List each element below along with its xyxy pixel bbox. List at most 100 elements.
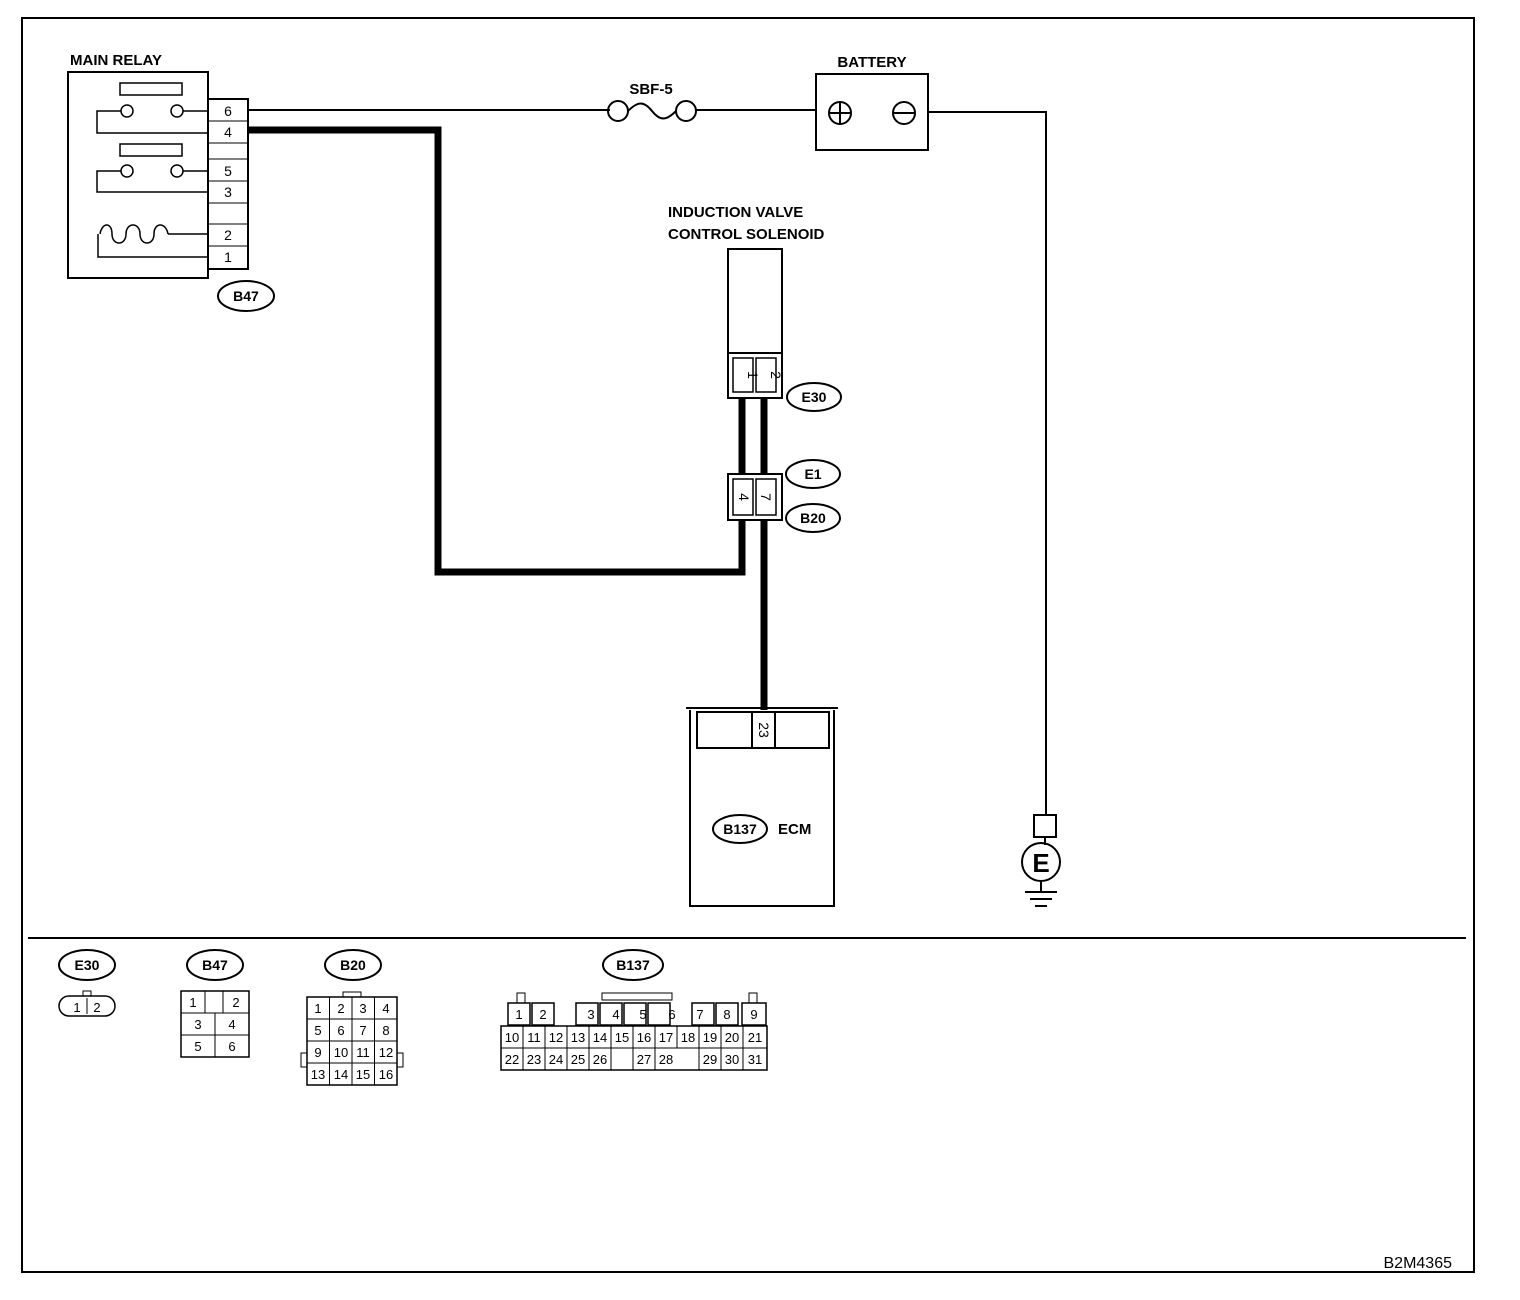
- e30-view-pin: 1: [73, 1000, 80, 1015]
- b137-view-pin: 3: [587, 1007, 594, 1022]
- b137-view-pin: 11: [527, 1030, 541, 1045]
- b137-view-pin: 30: [725, 1052, 739, 1067]
- b47-view-pin: 5: [194, 1039, 201, 1054]
- b137-view-pin: 8: [723, 1007, 730, 1022]
- connector-view-b47: B47 1 2 3 4 5 6: [180, 949, 250, 1058]
- main-relay: MAIN RELAY 6 4 5 3 2 1 B47: [67, 52, 275, 312]
- e30-connector-badge: E30: [802, 389, 827, 405]
- induction-valve-control-solenoid: INDUCTION VALVE CONTROL SOLENOID 1 2 E30: [668, 204, 842, 412]
- b137-view-pin: 4: [612, 1007, 619, 1022]
- diagram-code: B2M4365: [1384, 1255, 1453, 1272]
- b20-view-pin: 14: [334, 1067, 348, 1082]
- e1-b20-connector: 4 7 E1 B20: [727, 459, 841, 533]
- b20-view-pin: 10: [334, 1045, 348, 1060]
- b137-view-pin: 23: [527, 1052, 541, 1067]
- b137-view-pin: 5: [639, 1007, 646, 1022]
- wiring: [248, 109, 1047, 815]
- b137-view-pin: 22: [505, 1052, 519, 1067]
- b47-view-label: B47: [202, 957, 228, 973]
- b137-view-pin: 24: [549, 1052, 563, 1067]
- b20-view-pin: 8: [382, 1023, 389, 1038]
- b137-view-pin: 1: [515, 1007, 522, 1022]
- b137-view-pin: 27: [637, 1052, 651, 1067]
- b137-view-pin: 28: [659, 1052, 673, 1067]
- connector-view-e30: E30 1 2: [58, 949, 116, 1017]
- b137-view-pin: 17: [659, 1030, 673, 1045]
- e1-connector-badge: E1: [804, 466, 821, 482]
- relay-terminal-2: 2: [224, 227, 232, 243]
- b137-view-pin: 25: [571, 1052, 585, 1067]
- e30-terminal-2: 2: [768, 371, 784, 379]
- b137-view-pin: 20: [725, 1030, 739, 1045]
- b137-view-pin: 9: [750, 1007, 757, 1022]
- b137-row-1: 1 2 3 4 5 6 7 8 9: [507, 1002, 767, 1026]
- b20-view-pin: 1: [314, 1001, 321, 1016]
- b20-view-pin: 11: [356, 1045, 370, 1060]
- b20-connector-badge: B20: [800, 510, 826, 526]
- battery-positive-icon: [828, 101, 852, 125]
- relay-terminal-1: 1: [224, 249, 232, 265]
- b137-view-pin: 14: [593, 1030, 607, 1045]
- b47-view-pin: 3: [194, 1017, 201, 1032]
- connector-view-b20: B20 1 2 3 4 5 6 7 8 9 10 11 12 13 14 15 …: [300, 949, 404, 1086]
- e30-view-pin: 2: [93, 1000, 100, 1015]
- b137-view-pin: 12: [549, 1030, 563, 1045]
- e30-view-label: E30: [75, 957, 100, 973]
- ecm-label: ECM: [778, 821, 811, 838]
- ecm: 23 B137 ECM: [686, 707, 838, 907]
- b20-view-pin: 2: [337, 1001, 344, 1016]
- b20-view-pin: 15: [356, 1067, 370, 1082]
- b137-view-pin: 21: [748, 1030, 762, 1045]
- b20-view-pin: 13: [311, 1067, 325, 1082]
- b20-view-pin: 16: [379, 1067, 393, 1082]
- main-relay-label: MAIN RELAY: [70, 52, 162, 69]
- solenoid-label-line2: CONTROL SOLENOID: [668, 226, 825, 243]
- b20-view-pin: 6: [337, 1023, 344, 1038]
- fuse-sbf5: SBF-5: [607, 81, 697, 122]
- relay-terminal-3: 3: [224, 184, 232, 200]
- b20-view-pin: 4: [382, 1001, 389, 1016]
- b137-connector-badge: B137: [723, 821, 757, 837]
- relay-terminal-6: 6: [224, 103, 232, 119]
- b137-view-pin: 29: [703, 1052, 717, 1067]
- ecm-terminal-23: 23: [756, 722, 772, 738]
- b47-connector-badge: B47: [233, 288, 259, 304]
- relay-terminal-5: 5: [224, 163, 232, 179]
- battery-negative-icon: [892, 101, 916, 125]
- relay-terminal-4: 4: [224, 124, 232, 140]
- b137-view-pin: 31: [748, 1052, 762, 1067]
- ground-e: E: [1021, 814, 1061, 907]
- b137-row-3: 22 23 24 25 26 27 28 29 30 31: [505, 1052, 762, 1067]
- diagram-frame: [21, 17, 1475, 1273]
- e1-terminal-4: 4: [736, 493, 752, 501]
- b20-view-pin: 12: [379, 1045, 393, 1060]
- e1-terminal-7: 7: [758, 493, 774, 501]
- b20-view-label: B20: [340, 957, 366, 973]
- b20-pin-grid: 1 2 3 4 5 6 7 8 9 10 11 12 13 14 15 16: [311, 1001, 393, 1082]
- solenoid-label-line1: INDUCTION VALVE: [668, 204, 803, 221]
- b20-view-pin: 3: [359, 1001, 366, 1016]
- ground-label: E: [1032, 848, 1049, 878]
- b47-view-pin: 2: [232, 995, 239, 1010]
- connector-view-b137: B137 1 2 3 4 5 6 7 8 9: [500, 949, 768, 1071]
- b137-view-pin: 16: [637, 1030, 651, 1045]
- e30-terminal-1: 1: [745, 371, 761, 379]
- battery-label: BATTERY: [837, 54, 906, 71]
- b20-view-pin: 7: [359, 1023, 366, 1038]
- b137-view-pin: 2: [539, 1007, 546, 1022]
- b137-view-pin: 26: [593, 1052, 607, 1067]
- fuse-label: SBF-5: [629, 81, 672, 98]
- b137-view-pin: 10: [505, 1030, 519, 1045]
- battery: BATTERY: [815, 54, 929, 151]
- b47-view-pin: 1: [189, 995, 196, 1010]
- b137-view-pin: 13: [571, 1030, 585, 1045]
- b137-row-2: 10 11 12 13 14 15 16 17 18 19 20 21: [505, 1026, 762, 1070]
- b47-view-pin: 6: [228, 1039, 235, 1054]
- b20-view-pin: 5: [314, 1023, 321, 1038]
- b47-view-pin: 4: [228, 1017, 235, 1032]
- b137-view-pin: 19: [703, 1030, 717, 1045]
- b137-view-pin: 7: [696, 1007, 703, 1022]
- b137-view-pin: 6: [668, 1007, 675, 1022]
- b20-view-pin: 9: [314, 1045, 321, 1060]
